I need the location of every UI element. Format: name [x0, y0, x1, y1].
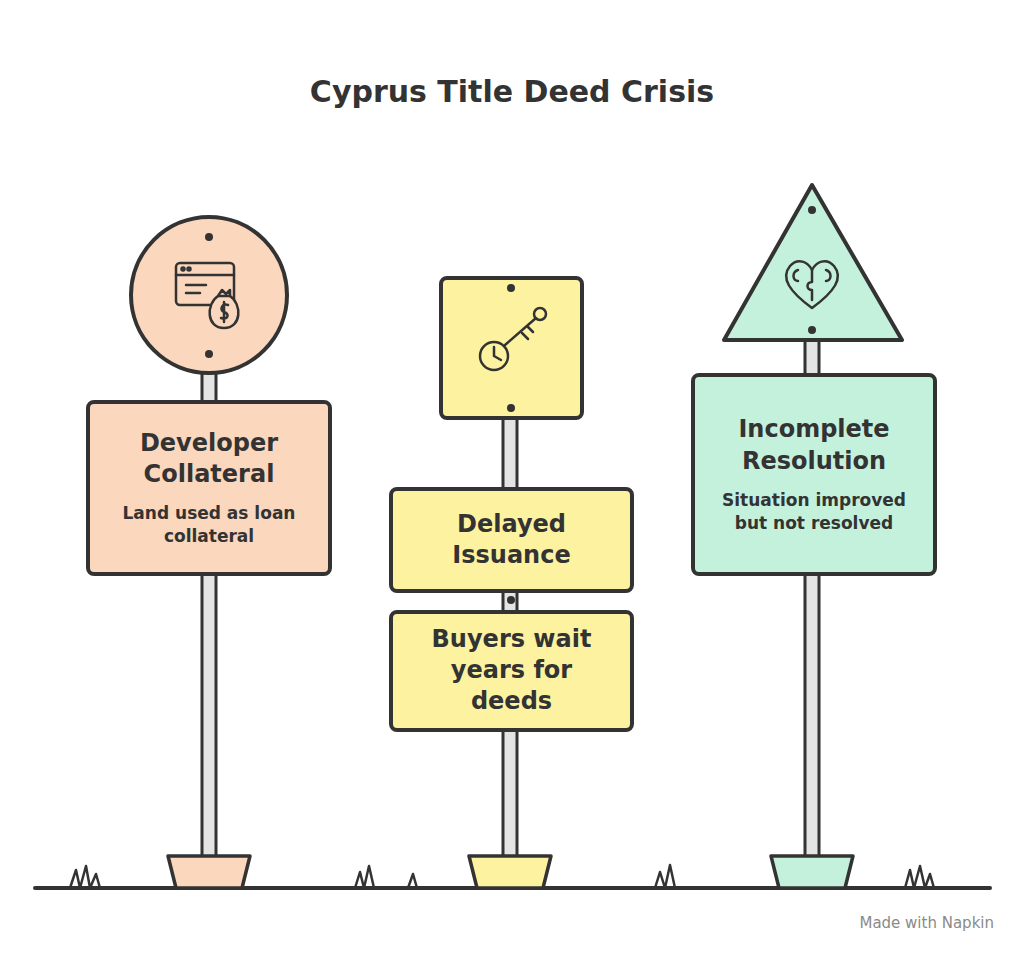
sign-content: Incomplete ResolutionSituation improved … [695, 377, 933, 572]
money-window-icon [176, 263, 238, 328]
sign-heading: Buyers wait years for deeds [407, 624, 616, 718]
sign-heading: Delayed Issuance [407, 509, 616, 571]
sign-heading: Developer Collateral [104, 428, 314, 490]
watermark: Made with Napkin [859, 914, 994, 932]
circle-sign [131, 217, 287, 373]
resolution-sign: Incomplete ResolutionSituation improved … [691, 373, 937, 576]
square-sign [441, 278, 582, 418]
collateral-sign: Developer CollateralLand used as loan co… [86, 400, 332, 576]
brain-heart-icon [786, 261, 838, 308]
pole-bases [168, 856, 853, 888]
sign-content: Delayed Issuance [393, 491, 630, 589]
sign-body: Situation improved but not resolved [709, 489, 919, 535]
sign-body: Land used as loan collateral [104, 502, 314, 548]
sign-heading: Incomplete Resolution [709, 414, 919, 476]
clock-key-icon [480, 308, 546, 370]
waiting-sign: Buyers wait years for deeds [389, 610, 634, 732]
sign-content: Developer CollateralLand used as loan co… [90, 404, 328, 572]
issuance-sign: Delayed Issuance [389, 487, 634, 593]
triangle-sign [724, 185, 902, 340]
diagram-title: Cyprus Title Deed Crisis [0, 74, 1024, 109]
sign-content: Buyers wait years for deeds [393, 614, 630, 728]
